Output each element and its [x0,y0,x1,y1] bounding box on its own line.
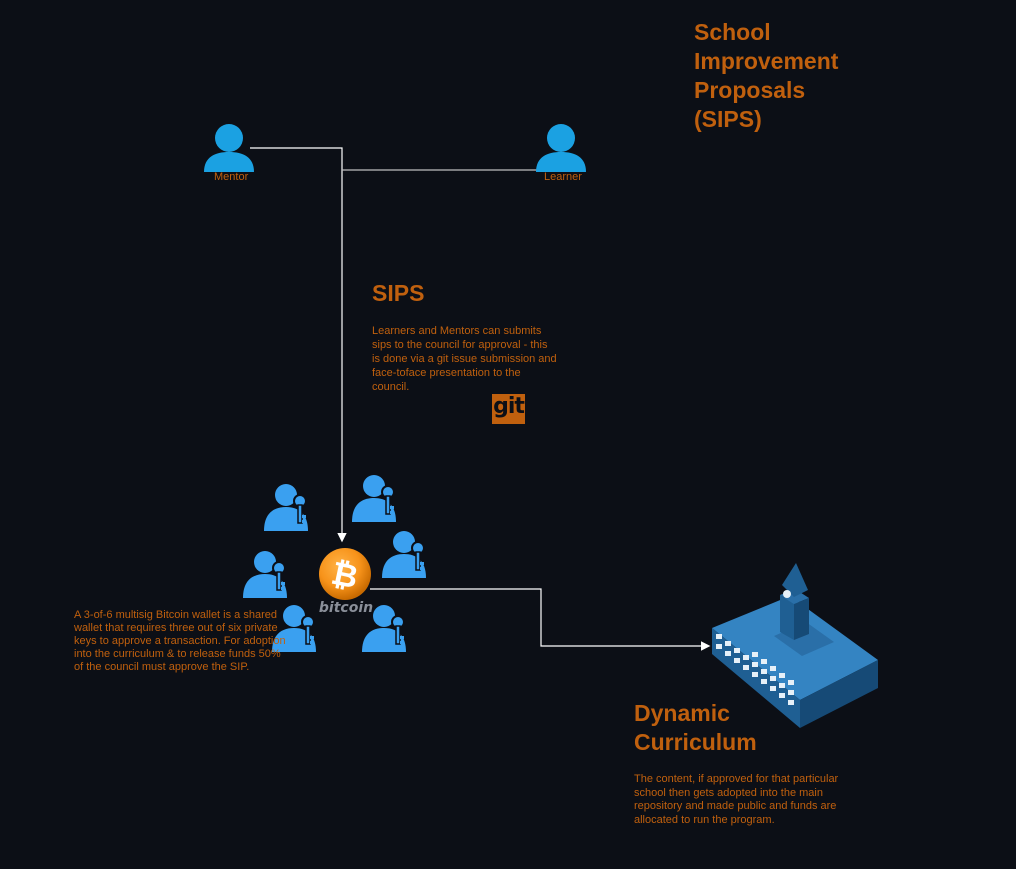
dynamic-curriculum-description: The content, if approved for that partic… [634,773,839,826]
bitcoin-icon: ₿ [319,548,371,600]
keyholder-icon [243,550,288,598]
learner-person-icon [536,124,586,172]
wallet-description: A 3-of-6 multisig Bitcoin wallet is a sh… [74,609,286,673]
keyholder-icon [264,483,309,531]
sips-heading: SIPS [372,280,425,306]
keyholder-icon [382,530,427,578]
learner-label: Learner [544,171,582,183]
wallet-to-school-connector [370,588,711,651]
mentor-person-icon [204,124,254,172]
sips-description: Learners and Mentors can submits sips to… [372,325,557,393]
mentor-connector [250,147,347,543]
school-building-icon [712,563,878,728]
bitcoin-wordmark: bitcoin [318,600,374,616]
mentor-label: Mentor [214,171,249,183]
keyholder-icon [352,474,397,522]
dynamic-curriculum-heading: Dynamic Curriculum [634,700,757,755]
git-logo-icon: git [492,394,525,424]
diagram-title: School Improvement Proposals (SIPS) [694,19,839,132]
